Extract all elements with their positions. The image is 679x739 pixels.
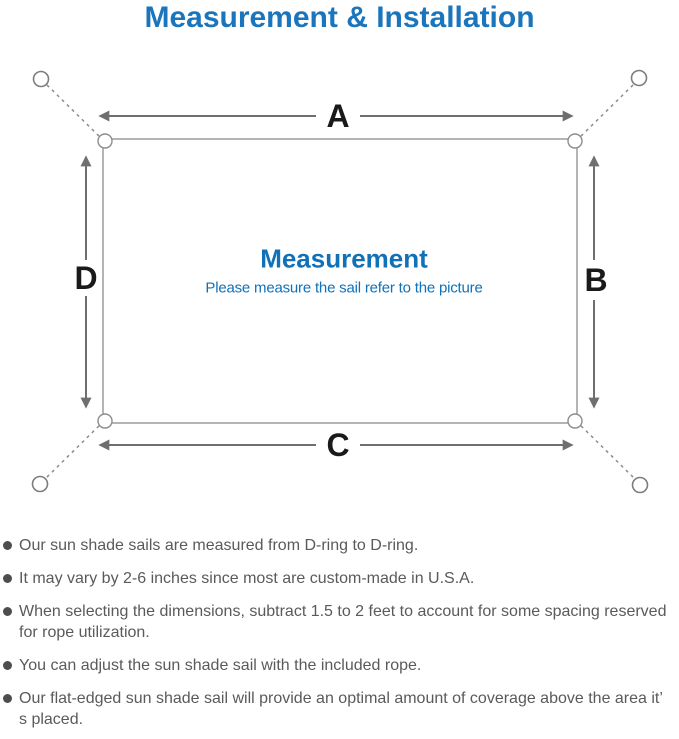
anchor-rope-top-right bbox=[575, 83, 635, 142]
note-item: Our flat-edged sun shade sail will provi… bbox=[3, 688, 671, 730]
bullet-dot-icon bbox=[3, 607, 12, 616]
anchor-rope-bottom-left bbox=[45, 420, 105, 479]
note-item: It may vary by 2-6 inches since most are… bbox=[3, 568, 671, 589]
note-text: Our flat-edged sun shade sail will provi… bbox=[19, 690, 663, 728]
sail-outline bbox=[102, 138, 578, 424]
diagram-center-subtitle: Please measure the sail refer to the pic… bbox=[205, 279, 483, 297]
note-text: You can adjust the sun shade sail with t… bbox=[19, 657, 422, 674]
bullet-dot-icon bbox=[3, 661, 12, 670]
measurement-diagram: A B C D Measurement Please measure the s… bbox=[31, 69, 649, 494]
dring-top-left-icon bbox=[97, 133, 113, 149]
note-item: Our sun shade sails are measured from D-… bbox=[3, 535, 671, 556]
note-text: When selecting the dimensions, subtract … bbox=[19, 603, 667, 641]
page-title: Measurement & Installation bbox=[144, 1, 535, 34]
anchor-rope-top-left bbox=[45, 83, 105, 142]
diagram-center-title: Measurement bbox=[260, 243, 428, 274]
diagram-canvas bbox=[31, 69, 649, 494]
dimension-label-b: B bbox=[584, 262, 608, 298]
note-item: When selecting the dimensions, subtract … bbox=[3, 601, 671, 643]
dring-bottom-left-icon bbox=[97, 413, 113, 429]
bullet-dot-icon bbox=[3, 694, 12, 703]
dimension-label-c: C bbox=[326, 427, 350, 463]
dring-bottom-right-icon bbox=[567, 413, 583, 429]
dimension-label-a: A bbox=[326, 98, 350, 134]
note-text: Our sun shade sails are measured from D-… bbox=[19, 537, 419, 554]
notes-list: Our sun shade sails are measured from D-… bbox=[3, 535, 671, 739]
dimension-label-d: D bbox=[74, 260, 98, 296]
dring-top-right-icon bbox=[567, 133, 583, 149]
anchor-ring-bottom-left-icon bbox=[31, 475, 49, 493]
note-text: It may vary by 2-6 inches since most are… bbox=[19, 570, 475, 587]
note-item: You can adjust the sun shade sail with t… bbox=[3, 655, 671, 676]
anchor-ring-top-right-icon bbox=[630, 69, 648, 87]
anchor-ring-top-left-icon bbox=[32, 70, 50, 88]
anchor-ring-bottom-right-icon bbox=[631, 476, 649, 494]
bullet-dot-icon bbox=[3, 541, 12, 550]
anchor-rope-bottom-right bbox=[575, 420, 635, 479]
bullet-dot-icon bbox=[3, 574, 12, 583]
